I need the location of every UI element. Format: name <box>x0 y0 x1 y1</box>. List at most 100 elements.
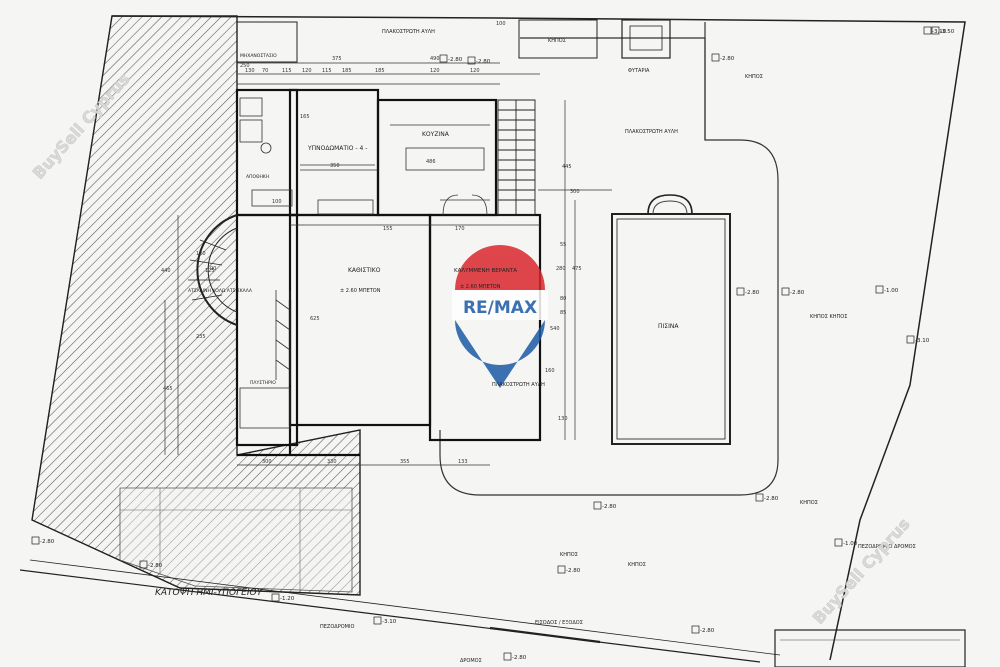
dimension-value: 155 <box>383 226 393 232</box>
label-storage: ΑΠΟΘΗΚΗ <box>246 174 269 180</box>
dimension-value: 120 <box>470 68 480 74</box>
level-marker: -2.80 <box>557 565 581 574</box>
level-value: -3.10 <box>932 29 947 35</box>
level-marker: -2.80 <box>31 536 55 545</box>
level-value: -2.80 <box>602 504 617 510</box>
dimension-value: 475 <box>572 266 582 272</box>
level-value: -2.80 <box>448 57 463 63</box>
level-marker: -2.80 <box>593 501 617 510</box>
level-value: -3.50 <box>940 29 955 35</box>
label-garden-f: ΚΗΠΟΣ ΚΗΠΟΣ <box>810 314 847 320</box>
level-marker: -2.80 <box>467 56 491 65</box>
dimension-value: 185 <box>342 68 352 74</box>
dimension-value: 445 <box>562 164 572 170</box>
level-marker: -1.00 <box>834 538 858 547</box>
level-value: -2.80 <box>476 59 491 65</box>
zone-labels: ΠΛΑΚΟΣΤΡΩΤΗ ΑΥΛΗ ΠΛΑΚΟΣΤΡΩΤΗ ΑΥΛΗ ΠΛΑΚΟΣ… <box>240 29 916 664</box>
label-paving-mid: ΠΛΑΚΟΣΤΡΩΤΗ ΑΥΛΗ <box>492 382 545 388</box>
label-garden-d: ΚΗΠΟΣ <box>628 562 646 568</box>
level-marker: -1.20 <box>271 593 295 602</box>
level-value: -1.00 <box>843 541 858 547</box>
level-value: -2.80 <box>790 290 805 296</box>
dimension-value: 120 <box>430 68 440 74</box>
label-veranda: ΚΑΛΥΜΜΕΝΗ ΒΕΡΑΝΤΑ <box>454 268 517 274</box>
level-value: -3.10 <box>382 619 397 625</box>
garden-box <box>518 19 598 59</box>
dimension-value: 300 <box>570 189 580 195</box>
dimension-value: 160 <box>545 368 555 374</box>
label-stair: ΑΤΣΑΛΙΝΗ ΚΟΛΩ ΑΤΣ ΣΚΑΛΑ <box>188 288 253 294</box>
paved-courtyard <box>439 22 779 496</box>
pool <box>611 194 731 445</box>
dimension-value: 490 <box>430 56 440 62</box>
dimension-value: 465 <box>163 386 173 392</box>
dimension-value: 350 <box>330 163 340 169</box>
dimension-value: 55 <box>560 242 566 248</box>
dimension-value: 540 <box>550 326 560 332</box>
dimension-value: 330 <box>327 459 337 465</box>
level-value: -1.00 <box>884 288 899 294</box>
entrance-gate <box>489 626 601 644</box>
mech-room <box>236 21 298 63</box>
dimension-value: 70 <box>262 68 268 74</box>
dimension-value: 235 <box>196 334 206 340</box>
level-value: -2.80 <box>148 563 163 569</box>
label-garden-c: ΚΗΠΟΣ <box>560 552 578 558</box>
remax-logo: RE/MAX <box>452 245 548 388</box>
house-walls <box>235 88 542 457</box>
dimension-value: 120 <box>196 251 206 257</box>
remax-logo-text: RE/MAX <box>463 298 537 318</box>
dimension-value: 90 <box>210 266 216 272</box>
dimension-value: 250 <box>240 63 250 69</box>
level-marker: -2.80 <box>439 54 463 63</box>
site-boundary <box>19 15 966 663</box>
spiral-stair <box>188 214 238 326</box>
dimension-value: 486 <box>426 159 436 165</box>
level-value: -2.80 <box>700 628 715 634</box>
label-veranda-level: ± 2.60 ΜΠΕΤΟΝ <box>460 284 501 290</box>
label-garden-b: ΚΗΠΟΣ <box>745 74 763 80</box>
label-entrance: ΕΙΣΟΔΟΣ / ΕΞΟΔΟΣ <box>535 620 583 626</box>
label-bedroom: ΥΠΝΟΔΩΜΑΤΙΟ - 4 - <box>307 145 367 152</box>
label-living: ΚΑΘΙΣΤΙΚΟ <box>348 267 381 274</box>
label-living-level: ± 2.60 ΜΠΕΤΟΝ <box>340 288 381 294</box>
level-marker: -3.10 <box>373 616 397 625</box>
label-road-right: ΠΕΖΟΔΡΟΜΙΟ ΔΡΟΜΟΣ <box>858 544 916 550</box>
level-marker: -2.80 <box>781 287 805 296</box>
level-value: -2.80 <box>512 655 527 661</box>
dimension-value: 170 <box>455 226 465 232</box>
level-marker: -3.10 <box>923 26 947 35</box>
level-value: -2.80 <box>745 290 760 296</box>
dimension-value: 80 <box>560 296 566 302</box>
room-labels: ΥΠΝΟΔΩΜΑΤΙΟ - 4 - ΚΟΥΖΙΝΑ ΚΑΘΙΣΤΙΚΟ ± 2.… <box>188 131 679 386</box>
level-marker: -2.80 <box>711 53 735 62</box>
dimension-value: 100 <box>272 199 282 205</box>
label-pool: ΠΙΣΙΝΑ <box>658 323 679 330</box>
level-value: -1.20 <box>280 596 295 602</box>
level-marker: -3.10 <box>906 335 930 344</box>
dimension-value: 85 <box>560 310 566 316</box>
dimension-value: 120 <box>302 68 312 74</box>
label-road: ΔΡΟΜΟΣ <box>460 658 482 664</box>
legend-box <box>774 629 966 667</box>
label-garden-e: ΚΗΠΟΣ <box>800 500 818 506</box>
label-fountain: ΦΥΤΑΡΙΑ <box>628 68 650 74</box>
label-mech: ΜΗΧΑΝΟΣΤΑΣΙΟ <box>240 53 277 59</box>
label-wc: ΠΛΥΣΤΗΡΙΟ <box>250 380 276 386</box>
dimension-value: 125 <box>205 268 215 274</box>
dimension-value: 185 <box>375 68 385 74</box>
dimension-value: 133 <box>458 459 468 465</box>
level-marker: -1.00 <box>875 285 899 294</box>
dimension-value: 100 <box>496 21 506 27</box>
label-garden-a: ΚΗΠΟΣ <box>548 38 566 44</box>
dimension-value: 625 <box>310 316 320 322</box>
level-value: -2.80 <box>566 568 581 574</box>
dimension-value: 130 <box>245 68 255 74</box>
level-value: -3.10 <box>915 338 930 344</box>
dimension-value: 355 <box>400 459 410 465</box>
level-marker: -2.80 <box>755 493 779 502</box>
level-marker: -2.80 <box>139 560 163 569</box>
plan-title: ΚΑΤΟΨΗ ΗΜΙ-ΥΠΟΓΕΙΟΥ <box>155 588 264 598</box>
